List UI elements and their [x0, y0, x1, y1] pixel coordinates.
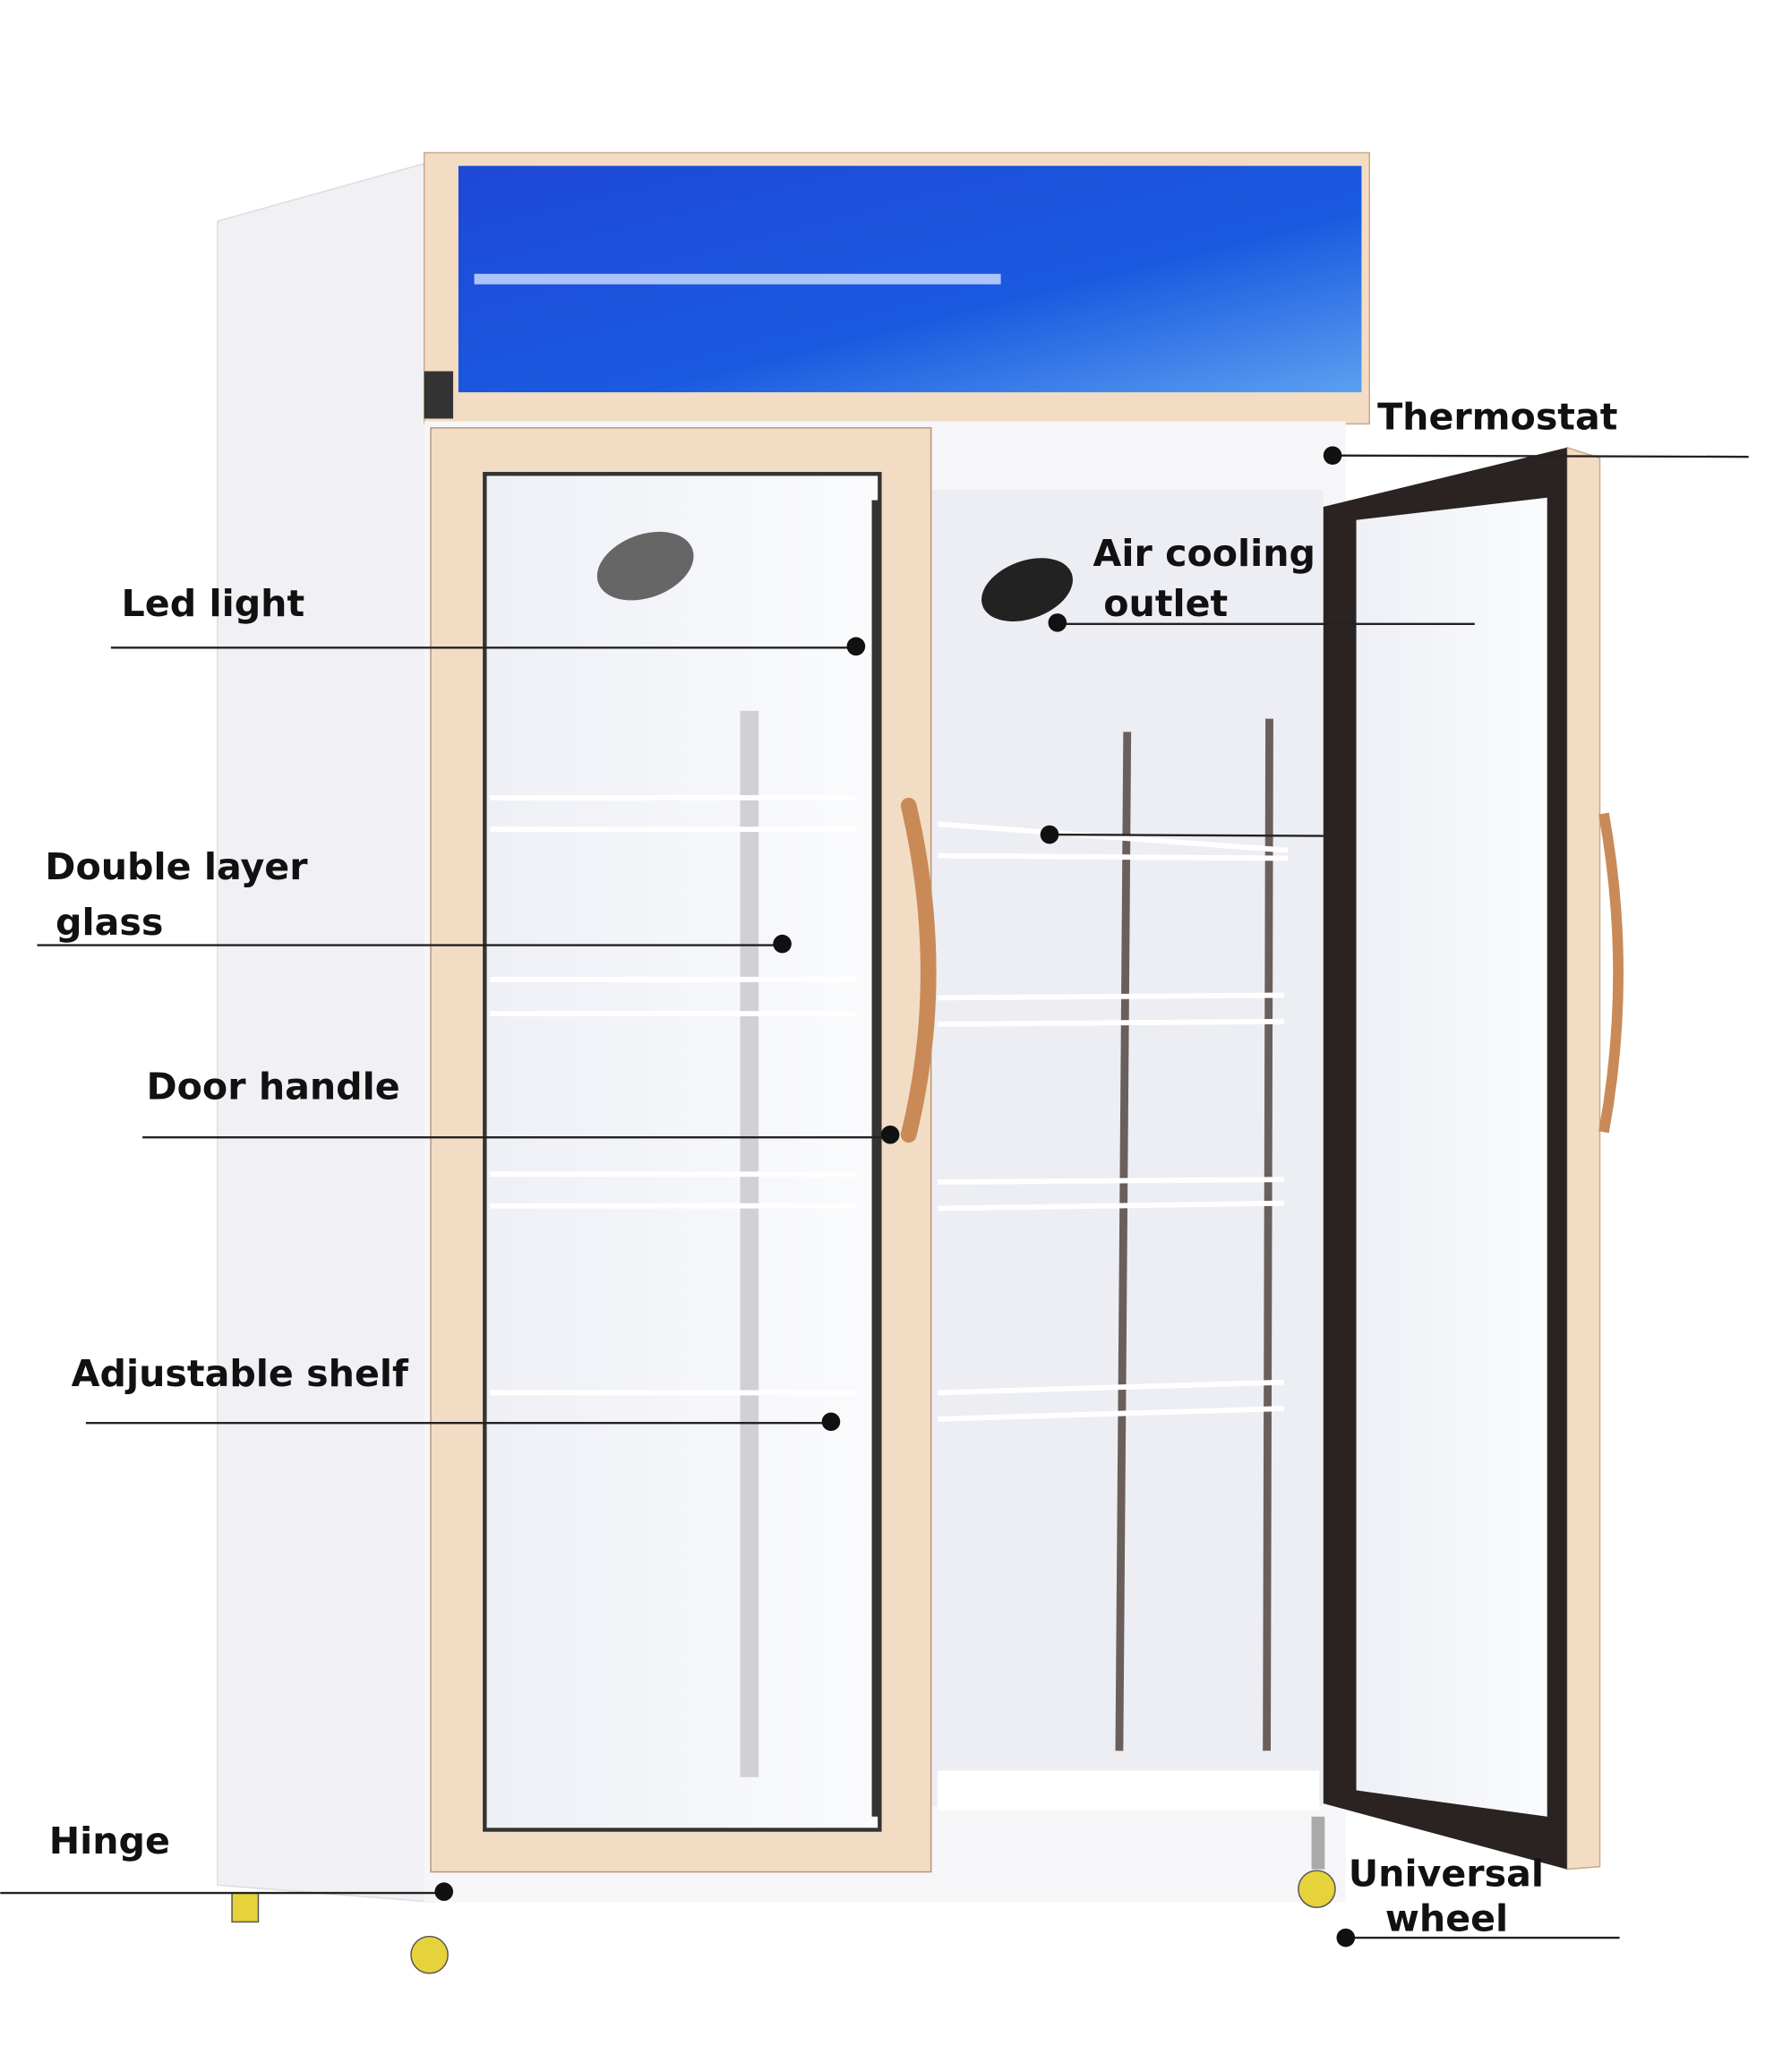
callout-hinge: Hinge: [0, 1819, 454, 1901]
label-adjustable-shelf: Adjustable shelf: [72, 1352, 409, 1395]
label-air-cooling-line2: outlet: [1103, 582, 1228, 625]
label-thermostat: Thermostat: [1377, 395, 1617, 438]
cabinet-side-panel: [217, 159, 436, 1904]
top-light-box: [423, 151, 1370, 425]
label-double-layer-line2: glass: [56, 901, 163, 944]
label-double-layer-line1: Double layer: [45, 845, 308, 888]
callout-led-light: Led light: [110, 582, 866, 656]
door-handle: [900, 797, 937, 1143]
wheels: [231, 1816, 1336, 1974]
label-air-cooling-line1: Air cooling: [1093, 532, 1316, 575]
callout-shelf-marker: [1040, 825, 1324, 844]
fan-icon: [596, 531, 694, 601]
callout-adjustable-shelf: Adjustable shelf: [72, 1352, 841, 1432]
callout-thermostat: Thermostat: [1323, 395, 1749, 465]
label-universal-wheel-line1: Universal: [1349, 1853, 1544, 1896]
open-right-door: [1323, 446, 1624, 1871]
fan-icon: [981, 558, 1073, 621]
callout-air-cooling-outlet: Air cooling outlet: [1048, 532, 1475, 632]
callout-universal-wheel: Universal wheel: [1336, 1853, 1620, 1948]
callout-double-layer-glass: Double layer glass: [37, 845, 792, 954]
right-shelving: [937, 558, 1320, 1811]
label-door-handle: Door handle: [146, 1066, 399, 1109]
label-universal-wheel-line2: wheel: [1385, 1897, 1508, 1940]
callout-door-handle: Door handle: [142, 1066, 900, 1144]
left-door: [430, 427, 932, 1873]
label-hinge: Hinge: [49, 1819, 170, 1862]
label-led-light: Led light: [122, 582, 305, 625]
left-shelves: [490, 794, 856, 1396]
